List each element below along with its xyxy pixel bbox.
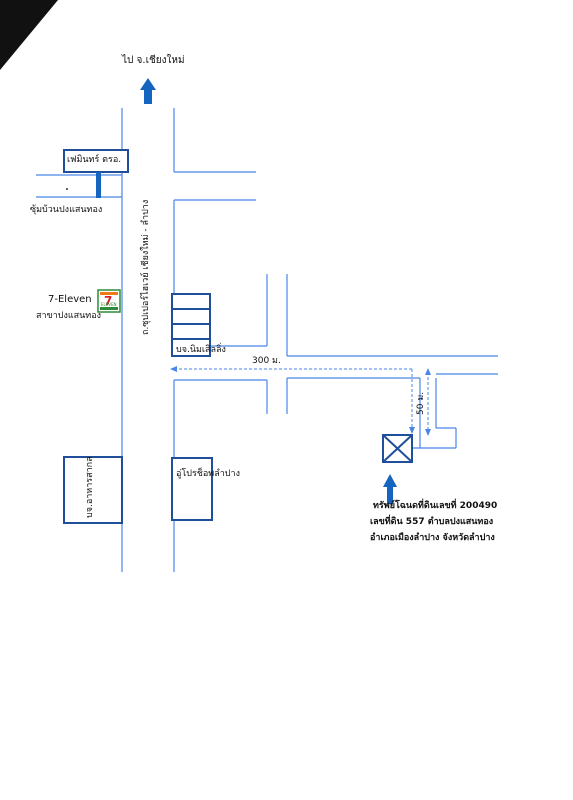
seven-eleven-label: 7-Eleven [48, 294, 92, 305]
property-deed-label: ทรัพย์โฉนดที่ดินเลขที่ 200490 [373, 501, 498, 511]
arrow-up-icon [140, 78, 156, 104]
distance-300-arrow-right [409, 427, 415, 434]
row-building-1 [171, 293, 211, 310]
row-building-4 [171, 338, 211, 357]
property-parcel-label: เลขที่ดิน 557 ตำบลปงแสนทอง [370, 517, 494, 527]
distance-50-label: 50 ม. [416, 391, 426, 415]
dealer-sign-label: เฟมินทร์ ตรอ. [67, 155, 122, 165]
distance-50-arrow-down [425, 429, 431, 436]
seven-logo-digit: 7 [104, 294, 113, 308]
highway-name-label: ถ.ซุปเปอร์ไฮเวย์ เชียงใหม่ - ลำปาง [141, 199, 151, 335]
bus-shelter-label: ซุ้มบ้วนปงแสนทอง [30, 205, 103, 215]
signpost-icon [63, 149, 129, 198]
garage-block [171, 457, 213, 521]
corner-shadow [0, 0, 58, 70]
restaurant-label: บจ.อาหารสากล [85, 456, 95, 518]
dot-marker [66, 188, 68, 190]
row-building-2 [171, 308, 211, 325]
to-city-label: ไป จ.เชียงใหม่ [122, 55, 185, 66]
row-building-3 [171, 323, 211, 340]
seven-eleven-branch-label: สาขาปงแสนทอง [36, 311, 102, 321]
restaurant-block [63, 456, 123, 524]
distance-50-arrow-up [425, 368, 431, 375]
seven-eleven-logo-icon [97, 289, 121, 313]
company-nim-label: บจ.นิมเสิลลิ่ง [176, 345, 226, 355]
seven-logo-word: ELEVEN [101, 302, 117, 307]
garage-label: อู่โปรช็อพลำปาง [176, 469, 240, 479]
boxed-x-icon [382, 434, 413, 463]
distance-300-label: 300 ม. [252, 356, 281, 366]
distance-300-arrow-left [170, 366, 177, 372]
property-district-label: อำเภอเมืองลำปาง จังหวัดลำปาง [370, 533, 495, 543]
arrow-up-icon-property [383, 474, 397, 504]
